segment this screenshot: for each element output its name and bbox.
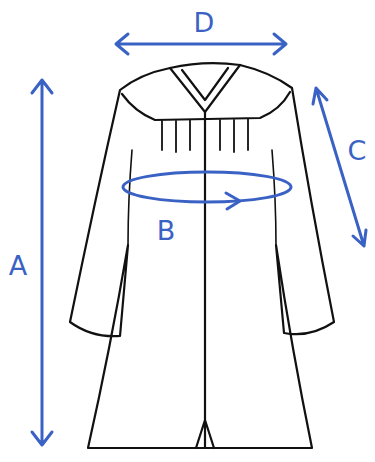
dimension-arrow-d [116, 34, 286, 54]
dimension-arrowhead-b [226, 193, 240, 209]
dimension-arrow-c [313, 88, 366, 246]
dimension-arrow-a [32, 80, 52, 445]
dimension-loop-b [123, 172, 291, 202]
dimension-label: A [9, 252, 27, 279]
dimension-label: B [157, 217, 176, 244]
gown-outline [70, 63, 334, 448]
gown-pleats [162, 119, 248, 152]
gown-collar-inner [182, 68, 228, 100]
gown-collar [170, 65, 240, 112]
dimension-label: C [348, 137, 367, 164]
dimension-label: D [194, 9, 215, 36]
gown-opening [196, 112, 214, 448]
